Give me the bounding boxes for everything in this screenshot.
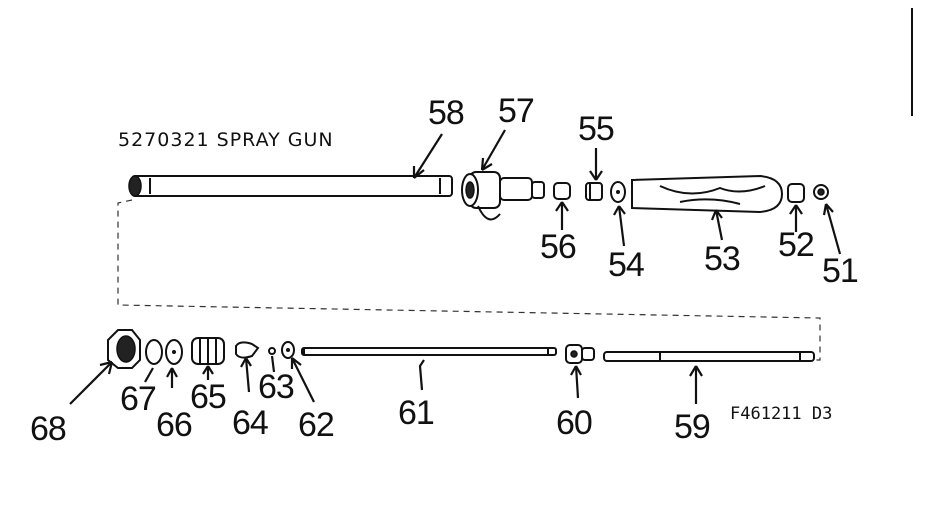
part-60-valve bbox=[565, 344, 595, 364]
part-number-62: 62 bbox=[298, 406, 334, 444]
part-68-hex-nut bbox=[107, 329, 141, 369]
part-number-60: 60 bbox=[556, 404, 592, 442]
part-number-66: 66 bbox=[156, 406, 192, 444]
part-54-washer bbox=[610, 181, 626, 203]
part-number-61: 61 bbox=[398, 394, 434, 432]
part-number-57: 57 bbox=[498, 92, 534, 130]
part-number-51: 51 bbox=[822, 252, 858, 290]
part-66-washer bbox=[165, 339, 183, 365]
part-number-63: 63 bbox=[258, 368, 294, 406]
part-number-64: 64 bbox=[232, 404, 268, 442]
part-58-barrel-tube bbox=[128, 175, 453, 197]
part-number-56: 56 bbox=[540, 228, 576, 266]
part-67-disc bbox=[145, 339, 163, 365]
part-64-cone bbox=[235, 341, 260, 359]
part-55-nut bbox=[585, 182, 603, 201]
part-52-ferrule bbox=[787, 183, 805, 203]
assembly-connector-line bbox=[117, 199, 821, 361]
part-number-65: 65 bbox=[190, 378, 226, 416]
part-number-67: 67 bbox=[120, 380, 156, 418]
part-number-58: 58 bbox=[428, 94, 464, 132]
part-56-bushing bbox=[553, 182, 571, 200]
part-number-53: 53 bbox=[704, 240, 740, 278]
diagram-title: 5270321 SPRAY GUN bbox=[118, 129, 334, 151]
part-number-59: 59 bbox=[674, 408, 710, 446]
part-63-ball bbox=[268, 347, 276, 355]
part-59-tube bbox=[603, 351, 815, 362]
part-number-55: 55 bbox=[578, 110, 614, 148]
part-57-gun-body bbox=[461, 171, 545, 221]
part-number-68: 68 bbox=[30, 410, 66, 448]
figure-code: F461211 D3 bbox=[730, 404, 832, 424]
part-51-cap bbox=[813, 184, 829, 200]
part-53-handle bbox=[631, 174, 784, 214]
part-62-washer bbox=[281, 341, 295, 359]
part-number-54: 54 bbox=[608, 246, 644, 284]
leader-lines bbox=[69, 129, 842, 405]
part-65-threaded-fitting bbox=[191, 337, 225, 365]
part-number-52: 52 bbox=[778, 226, 814, 264]
part-61-rod bbox=[301, 347, 557, 356]
